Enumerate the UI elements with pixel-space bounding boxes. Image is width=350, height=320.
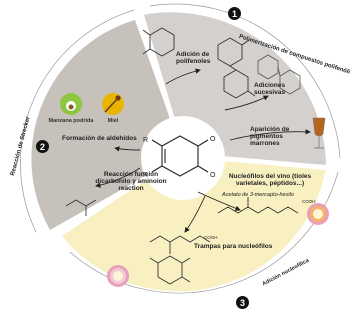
label-cooh-top: COOH — [302, 199, 316, 204]
polyphenol-polymer — [257, 54, 301, 95]
label-manzana: Manzana podrida — [48, 118, 94, 124]
r-label-top: R — [143, 137, 148, 144]
aminoacid-molecule — [65, 199, 97, 216]
nucleophile-ring-icon-left — [107, 265, 129, 287]
section-number-1: 1 — [228, 7, 241, 20]
thiol-molecule — [217, 197, 299, 214]
polyphenol-molecule-1 — [142, 27, 175, 57]
section-number-3: 3 — [236, 296, 249, 309]
sector-nucleofilica — [62, 155, 326, 292]
arrow-trampas — [184, 195, 206, 233]
label-adicion-polifenoles: Adición de polifenoles — [176, 51, 211, 65]
polyphenol-dimer — [217, 37, 256, 99]
arrow-nucleofilos — [197, 191, 241, 211]
adduct-molecule — [149, 235, 211, 285]
wine-glass-icon — [312, 117, 326, 149]
label-pigmentos: Aparición de pigmentos marrones — [250, 126, 290, 147]
arrow-sucesivas — [224, 95, 269, 111]
sector-strecker — [31, 20, 184, 230]
label-miel: Miel — [107, 118, 119, 124]
o-label-top: O — [210, 136, 216, 143]
r-label-bottom: R — [143, 172, 148, 179]
arrow-adicion — [165, 68, 201, 85]
nucleophile-ring-icon-right — [307, 203, 329, 225]
o-label-bottom: O — [210, 172, 216, 179]
label-aldehidos: Formación de aldehídos — [62, 135, 137, 142]
arrow-reaccion — [95, 167, 141, 188]
label-trampas: Trampas para nucleófilos — [194, 243, 273, 250]
label-acetato: Acetato de 3-mercapto-hexilo — [222, 192, 294, 198]
quinone-molecule — [151, 135, 209, 177]
arrow-aldehidos — [114, 146, 141, 152]
label-nucleofilos: Nucleófilos del vino (tioles varietales,… — [228, 173, 312, 187]
section-number-2: 2 — [36, 140, 49, 153]
arrow-pigmentos — [229, 129, 311, 141]
label-adiciones-sucesivas: Adiciones sucesivas — [254, 82, 286, 96]
label-cooh-bottom: COOH — [204, 235, 218, 240]
center-circle — [141, 116, 225, 200]
label-reaccion: Reacción función dicarbonilo y aminoion … — [95, 171, 167, 192]
